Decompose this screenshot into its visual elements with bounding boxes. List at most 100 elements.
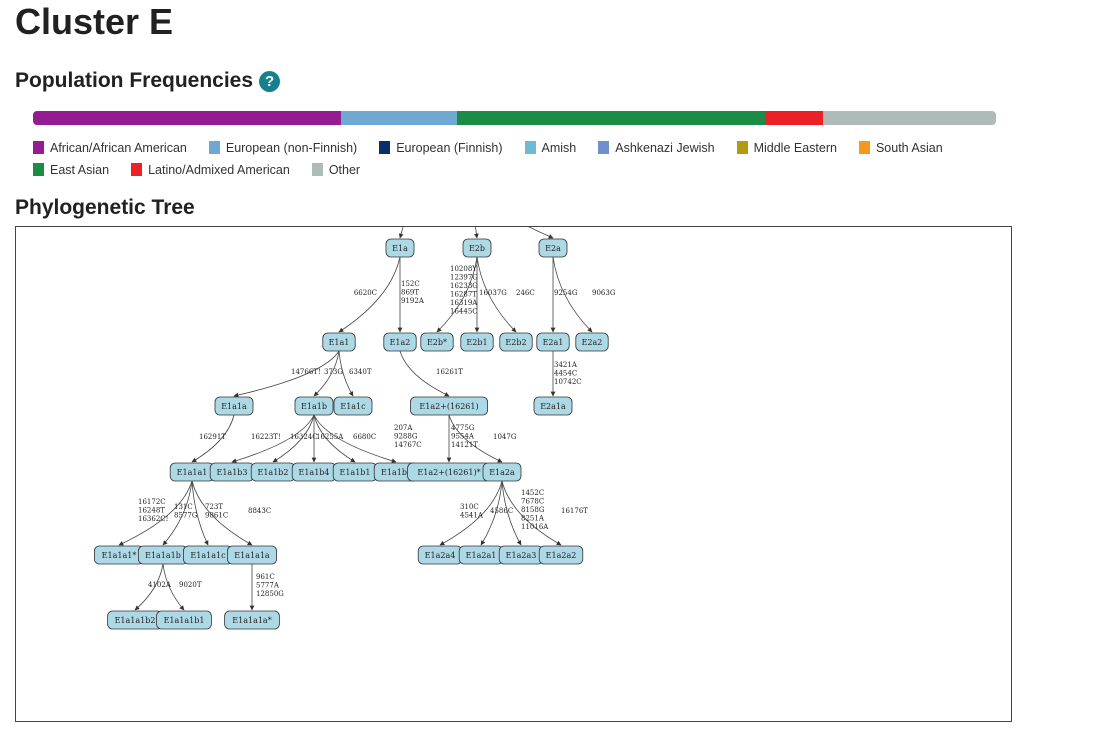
tree-edge <box>191 480 253 546</box>
frequency-segment[interactable] <box>822 111 996 125</box>
tree-node[interactable]: E1a1b4 <box>291 462 337 482</box>
tree-node-label: E1a1a <box>221 402 247 411</box>
tree-node[interactable]: E1a1a1c <box>182 545 233 565</box>
tree-node[interactable]: E2b <box>462 238 492 258</box>
population-frequency-bar <box>33 111 996 125</box>
legend-swatch <box>131 163 143 176</box>
tree-node[interactable]: E1a2+(16261)* <box>407 462 491 482</box>
question-circle-icon[interactable]: ? <box>259 70 281 92</box>
tree-node[interactable]: E2a1a <box>533 396 573 416</box>
tree-node-box[interactable] <box>385 238 415 258</box>
mutation-label: 16291T <box>199 433 226 441</box>
mutation-label: 310C <box>460 503 479 511</box>
tree-node-box[interactable] <box>294 396 334 416</box>
tree-node-box[interactable] <box>226 545 277 565</box>
tree-node[interactable]: E2a2 <box>575 332 609 352</box>
tree-node[interactable]: E1a1b2 <box>250 462 296 482</box>
tree-node[interactable]: E1a1a1a <box>226 545 277 565</box>
tree-node-box[interactable] <box>460 332 494 352</box>
tree-node-box[interactable] <box>214 396 254 416</box>
tree-node[interactable]: E2b2 <box>499 332 533 352</box>
frequency-segment[interactable] <box>33 111 342 125</box>
tree-node-label: E1a1a1 <box>177 468 208 477</box>
tree-node-label: E2b1 <box>466 338 487 347</box>
tree-node[interactable]: E2a1 <box>536 332 570 352</box>
tree-node[interactable]: E2b* <box>420 332 454 352</box>
mutation-label: 4102A <box>148 581 172 589</box>
tree-node-label: E1a1b3 <box>217 468 248 477</box>
tree-node[interactable]: E1a2a <box>482 462 522 482</box>
tree-node[interactable]: E1a1a1 <box>169 462 215 482</box>
tree-node-label: E1a2a1 <box>466 551 497 560</box>
tree-edge <box>436 256 478 333</box>
tree-node[interactable]: E2b1 <box>460 332 494 352</box>
tree-node-label: E1a2 <box>390 338 411 347</box>
tree-node[interactable]: E1a1b1 <box>332 462 378 482</box>
tree-edge <box>476 256 517 333</box>
tree-node[interactable]: E1a1a1b <box>138 545 189 565</box>
tree-node-box[interactable] <box>224 610 280 630</box>
tree-node[interactable]: E1a1 <box>322 332 356 352</box>
tree-node-box[interactable] <box>536 332 570 352</box>
tree-node-label: E2b2 <box>505 338 526 347</box>
tree-node[interactable]: E1a2 <box>383 332 417 352</box>
tree-node[interactable]: E1a2a4 <box>417 545 463 565</box>
tree-node-box[interactable] <box>383 332 417 352</box>
tree-node-label: E1a2a <box>489 468 515 477</box>
tree-node-label: E1a1a1c <box>190 551 226 560</box>
mutation-label: 14767C <box>394 441 422 449</box>
tree-node[interactable]: E1a1c <box>333 396 373 416</box>
tree-node[interactable]: E1a1b <box>294 396 334 416</box>
tree-node-box[interactable] <box>482 462 522 482</box>
legend-swatch <box>33 163 44 176</box>
legend-item: South Asian <box>858 141 943 155</box>
tree-node-label: E2a <box>545 244 561 253</box>
tree-node-box[interactable] <box>538 545 584 565</box>
legend-item: African/African American <box>33 141 187 155</box>
tree-node[interactable]: E1a2a3 <box>498 545 544 565</box>
mutation-label: 4541A <box>460 512 484 520</box>
tree-node[interactable]: E1a1a <box>214 396 254 416</box>
tree-edge <box>162 480 193 546</box>
mutation-label: 10208Y <box>450 265 477 273</box>
tree-node[interactable]: E1a2a1 <box>458 545 504 565</box>
tree-node[interactable]: E1a1b3 <box>209 462 255 482</box>
tree-node-box[interactable] <box>538 238 568 258</box>
tree-node-box[interactable] <box>409 396 488 416</box>
tree-node-box[interactable] <box>533 396 573 416</box>
tree-node[interactable]: E1a1a1* <box>94 545 145 565</box>
frequency-segment[interactable] <box>341 111 457 125</box>
mutation-label: 16176T <box>561 507 588 515</box>
tree-node-box[interactable] <box>156 610 212 630</box>
tree-node[interactable]: E1a1a1b2 <box>107 610 163 630</box>
tree-node-box[interactable] <box>420 332 454 352</box>
legend-item: European (non-Finnish) <box>208 141 357 155</box>
tree-node[interactable]: E1a2+(16261) <box>409 396 488 416</box>
tree-node-label: E2b* <box>427 338 447 347</box>
tree-node-box[interactable] <box>575 332 609 352</box>
tree-edge <box>233 350 340 398</box>
legend-swatch <box>858 141 870 154</box>
tree-node[interactable]: E1a <box>385 238 415 258</box>
tree-node-label: E1a1 <box>329 338 350 347</box>
frequency-segment[interactable] <box>764 111 823 125</box>
tree-node[interactable]: E1a1a1a* <box>224 610 280 630</box>
tree-node-box[interactable] <box>499 332 533 352</box>
tree-node-label: E2b <box>469 244 485 253</box>
tree-node-box[interactable] <box>322 332 356 352</box>
tree-edge <box>398 227 404 239</box>
tree-node-label: E1a1a1a* <box>232 616 271 625</box>
tree-node-box[interactable] <box>462 238 492 258</box>
tree-node[interactable]: E1a1a1b1 <box>156 610 212 630</box>
tree-edge <box>528 227 554 239</box>
tree-node-box[interactable] <box>333 396 373 416</box>
tree-node[interactable]: E2a <box>538 238 568 258</box>
tree-node[interactable]: E1a2a2 <box>538 545 584 565</box>
population-frequencies-title: Population Frequencies <box>15 69 254 92</box>
legend-swatch <box>736 141 748 154</box>
tree-edge <box>313 414 397 464</box>
legend-label: Amish <box>541 141 577 155</box>
legend-item: Other <box>311 163 360 177</box>
frequency-segment[interactable] <box>456 111 765 125</box>
